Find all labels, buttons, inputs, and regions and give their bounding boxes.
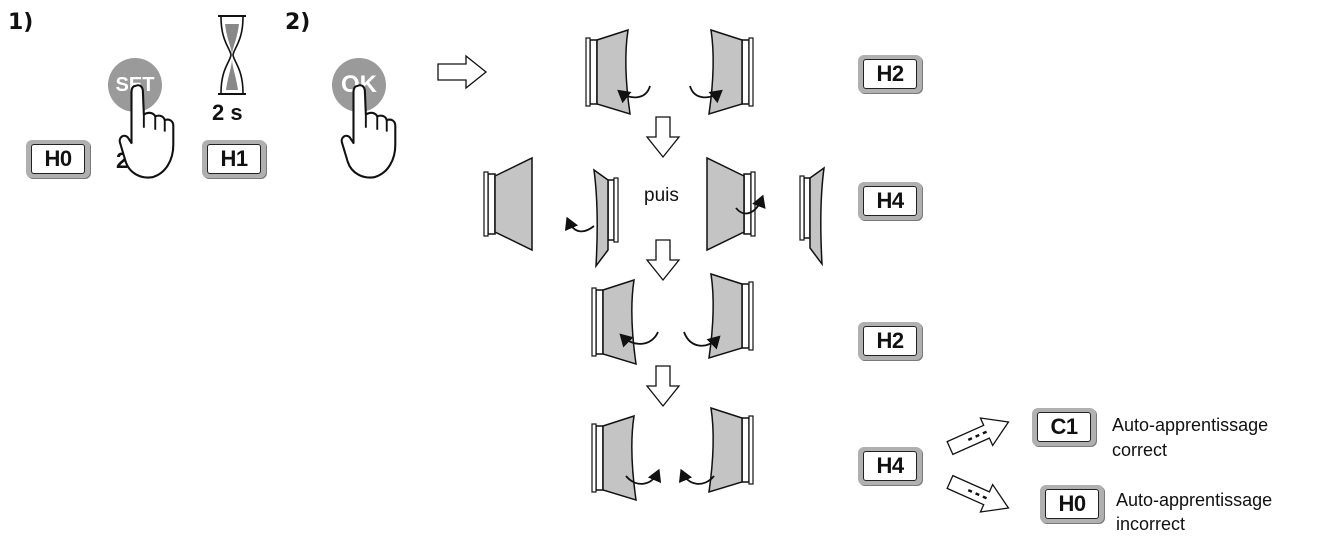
display-seq4: H4	[858, 447, 922, 485]
pointing-hand-icon	[118, 84, 175, 179]
pointing-hand-icon	[340, 84, 397, 179]
dashed-arrow-icon	[942, 467, 1016, 523]
gate-leaf-icon	[483, 157, 533, 251]
hourglass-icon	[218, 15, 246, 95]
display-initial-value: H0	[31, 144, 85, 174]
down-arrow-icon	[646, 239, 680, 281]
display-initial: H0	[26, 140, 90, 178]
result-incorrect-line1: Auto-apprentissage	[1116, 490, 1273, 510]
display-seq3-value: H2	[863, 326, 917, 356]
curved-arrow-icon	[564, 216, 595, 233]
gate-leaf-icon	[706, 157, 756, 251]
dashed-arrow-icon	[942, 407, 1016, 463]
step-1-label: 1)	[8, 10, 34, 35]
puis-label: puis	[644, 185, 679, 206]
display-result-correct-value: C1	[1037, 412, 1091, 442]
gate-leaf-icon	[593, 169, 619, 267]
gate-leaf-icon	[591, 279, 637, 365]
display-seq4-value: H4	[863, 451, 917, 481]
gate-leaf-icon	[708, 407, 754, 493]
display-seq2-value: H4	[863, 186, 917, 216]
curved-arrow-icon	[689, 85, 723, 104]
display-after-set: H1	[202, 140, 266, 178]
curved-arrow-icon	[678, 468, 715, 485]
display-after-set-value: H1	[207, 144, 261, 174]
display-seq1-value: H2	[863, 59, 917, 89]
display-result-incorrect-value: H0	[1045, 489, 1099, 519]
curved-arrow-icon	[735, 194, 766, 215]
display-seq3: H2	[858, 322, 922, 360]
curved-arrow-icon	[625, 468, 662, 485]
result-incorrect-line2: incorrect	[1116, 514, 1186, 534]
curved-arrow-icon	[683, 331, 721, 350]
gate-leaf-icon	[708, 273, 754, 359]
gate-leaf-icon	[591, 415, 637, 501]
hourglass-duration-label: 2 s	[212, 100, 243, 125]
down-arrow-icon	[646, 365, 680, 407]
gate-leaf-icon	[585, 29, 631, 115]
step-2-label: 2)	[285, 10, 311, 35]
display-seq2: H4	[858, 182, 922, 220]
display-result-correct: C1	[1032, 408, 1096, 446]
down-arrow-icon	[646, 116, 680, 158]
gate-leaf-icon	[708, 29, 754, 115]
curved-arrow-icon	[617, 85, 651, 104]
gate-leaf-icon	[799, 167, 825, 265]
result-correct-line1: Auto-apprentissage	[1112, 415, 1269, 435]
curved-arrow-icon	[619, 331, 659, 348]
display-result-incorrect: H0	[1040, 485, 1104, 523]
display-seq1: H2	[858, 55, 922, 93]
right-arrow-icon	[437, 54, 488, 90]
result-correct-line2: correct	[1112, 440, 1168, 460]
